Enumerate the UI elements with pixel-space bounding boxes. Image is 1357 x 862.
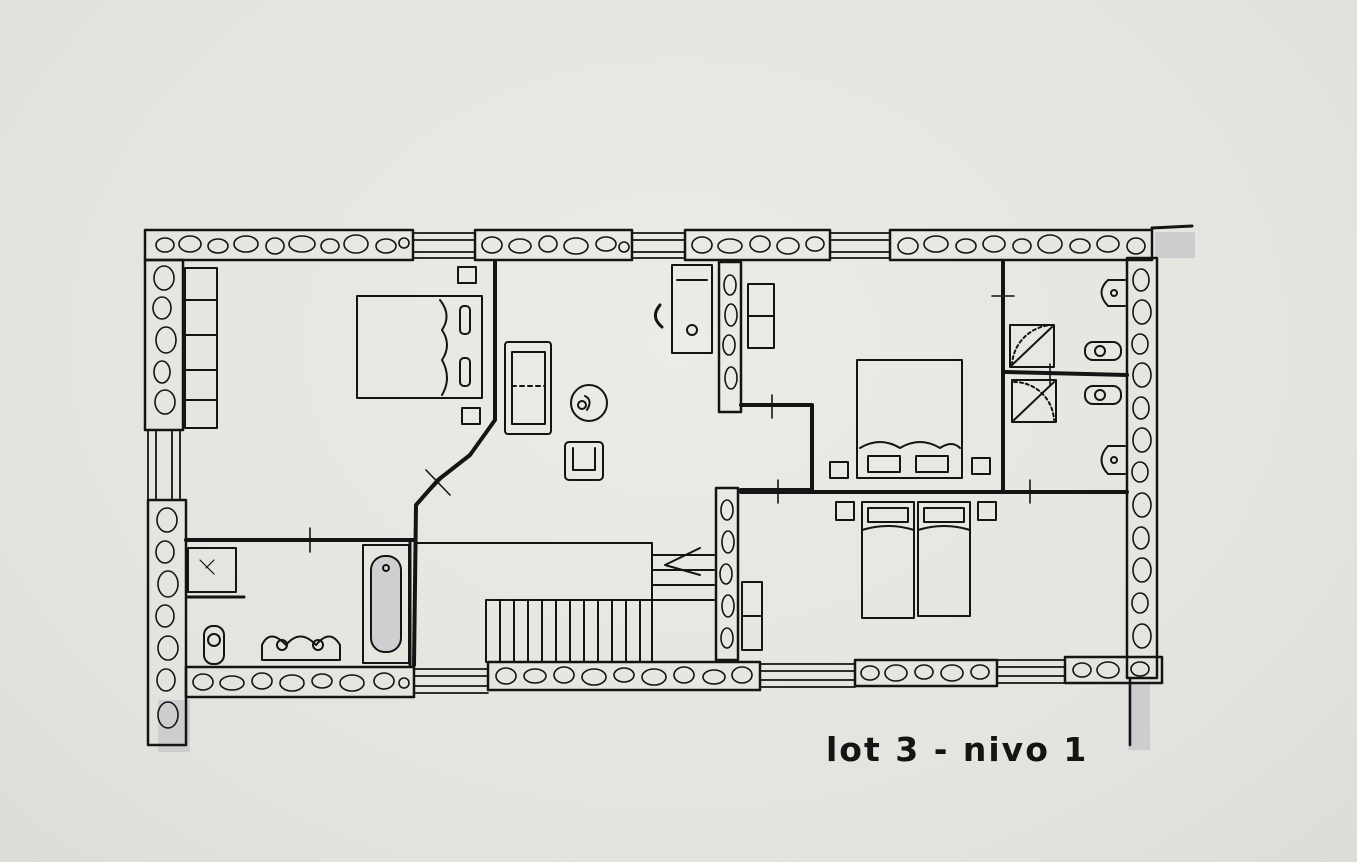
landing-furniture: [504, 264, 713, 481]
window-bottom-3: [996, 659, 1066, 684]
window-bottom-1: [413, 668, 489, 694]
window-top-3: [829, 232, 891, 259]
wall-interior-stone: [714, 260, 743, 662]
bathroom-fixtures: [186, 544, 410, 665]
plan-caption: lot 3 - nivo 1: [826, 730, 1089, 769]
wardrobe-bedroom-2: [747, 283, 775, 349]
sofa: [504, 341, 552, 435]
partition-bedroom1-east: [412, 260, 497, 667]
bedroom-1-furniture: [184, 266, 483, 429]
partition-wc-divider: [1003, 370, 1129, 377]
staircase: [415, 542, 715, 663]
window-top-1: [412, 232, 476, 259]
wc-fixtures: [1009, 279, 1126, 475]
armchair: [564, 441, 604, 481]
wardrobe-bedroom-1: [184, 267, 218, 429]
wall-stones: [152, 234, 1152, 729]
sink-wc-lower: [1100, 445, 1126, 475]
double-bed-bedroom-2: [829, 359, 991, 479]
window-top-2: [631, 232, 686, 259]
round-side-table: [570, 384, 608, 422]
bedroom-3-furniture: [741, 501, 997, 651]
twin-beds: [835, 501, 997, 619]
wardrobe-bedroom-3: [741, 581, 763, 651]
shower-corner-lower: [1011, 379, 1057, 423]
wall-right: [1125, 256, 1159, 747]
wall-left: [143, 258, 188, 747]
toilet-wc-upper: [1084, 341, 1122, 361]
double-bed-bedroom-1: [356, 266, 483, 425]
door-marks: [297, 295, 1051, 553]
desk-with-chair: [654, 264, 713, 354]
window-left: [147, 429, 181, 501]
partition-bedroom2-west: [739, 403, 814, 492]
sink-wc-upper: [1100, 279, 1126, 307]
wall-top: [143, 224, 1194, 262]
window-bottom-2: [759, 663, 856, 688]
shower-corner-upper: [1009, 324, 1055, 368]
shower-tray: [186, 547, 246, 599]
bathtub: [362, 544, 410, 664]
double-sink: [261, 635, 341, 661]
bedroom-2-furniture: [747, 283, 991, 479]
toilet-bathroom: [203, 625, 225, 665]
windows: [147, 232, 1066, 694]
toilet-wc-lower: [1084, 385, 1122, 405]
stone-walls: [143, 224, 1194, 747]
